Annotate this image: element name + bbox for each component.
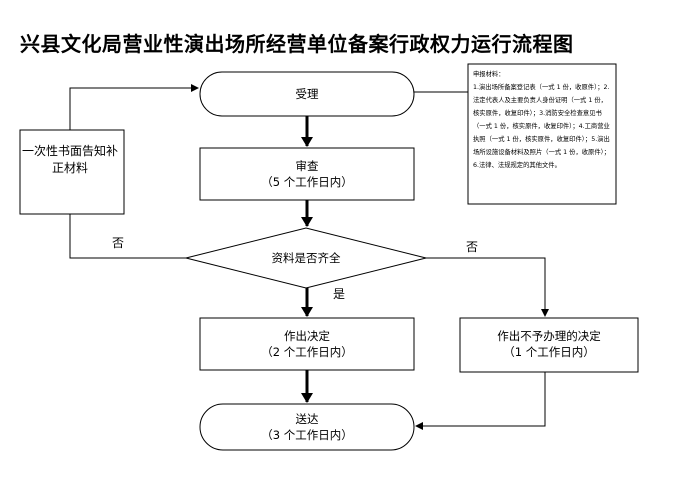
decide-label: 作出决定 （2 个工作日内） xyxy=(200,328,414,360)
edge-label-no-right: 否 xyxy=(466,240,479,254)
materials-heading: 申报材料： xyxy=(473,71,505,78)
accept-title: 受理 xyxy=(295,87,319,101)
page-title: 兴县文化局营业性演出场所经营单位备案行政权力运行流程图 xyxy=(20,32,574,56)
accept-label: 受理 xyxy=(200,86,414,102)
reject-title: 作出不予办理的决定 xyxy=(497,329,601,343)
edge-notify-accept xyxy=(69,84,199,130)
notify-label: 一次性书面告知补正材料 xyxy=(21,144,118,175)
decision-label: 资料是否齐全 xyxy=(226,250,386,266)
deliver-title: 送达 xyxy=(295,412,319,426)
edge-decision-reject xyxy=(426,257,549,317)
materials-text: 申报材料： 1.演出场所备案登记表（一式 1 份，收原件）；2.法定代表人及主要… xyxy=(468,64,616,204)
decide-node xyxy=(199,317,415,371)
review-label: 审查 （5 个工作日内） xyxy=(200,158,414,190)
decide-title: 作出决定 xyxy=(284,329,330,343)
edge-label-no-left: 否 xyxy=(112,236,125,250)
review-title: 审查 xyxy=(295,159,319,173)
edge-decision-notify xyxy=(69,214,186,259)
edge-label-yes: 是 xyxy=(333,287,346,301)
deliver-label: 送达 （3 个工作日内） xyxy=(200,411,414,443)
reject-detail: （1 个工作日内） xyxy=(503,345,595,359)
reject-label: 作出不予办理的决定 （1 个工作日内） xyxy=(460,328,638,360)
review-detail: （5 个工作日内） xyxy=(261,175,353,189)
deliver-detail: （3 个工作日内） xyxy=(261,428,353,442)
decide-detail: （2 个工作日内） xyxy=(261,345,353,359)
deliver-node xyxy=(199,403,415,451)
materials-body: 1.演出场所备案登记表（一式 1 份，收原件）；2.法定代表人及主要负责人身份证… xyxy=(473,84,611,169)
materials-box xyxy=(467,63,617,205)
edge-reject-deliver xyxy=(415,372,546,430)
reject-node xyxy=(459,317,639,373)
decision-title: 资料是否齐全 xyxy=(271,251,341,265)
notify-node xyxy=(19,129,125,215)
